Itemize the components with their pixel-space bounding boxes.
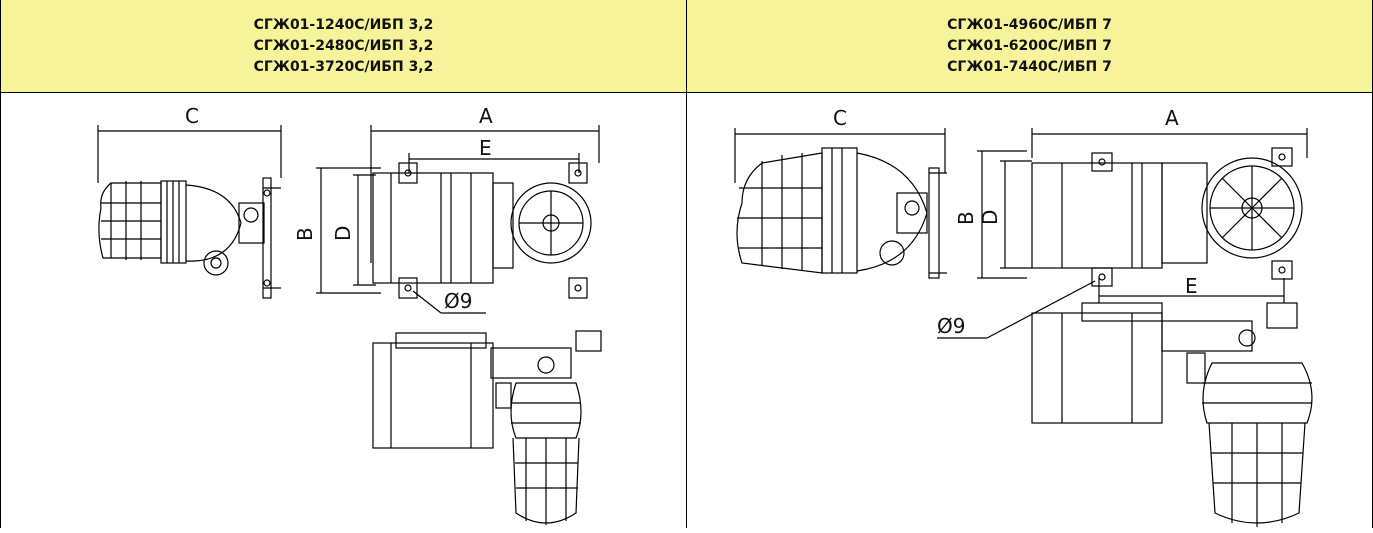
left-technical-drawing: C A E B D Ø9 — [97, 104, 602, 525]
left-panel: СГЖ01-1240С/ИБП 3,2 СГЖ01-2480С/ИБП 3,2 … — [0, 0, 687, 528]
hole-diameter-label: Ø9 — [937, 314, 965, 338]
dim-a-label: A — [1165, 106, 1179, 130]
model-name: СГЖ01-7440С/ИБП 7 — [947, 58, 1112, 75]
model-name: СГЖ01-2480С/ИБП 3,2 — [253, 37, 434, 54]
model-name: СГЖ01-3720С/ИБП 3,2 — [253, 58, 434, 75]
right-drawing: C A E B D Ø9 — [687, 93, 1372, 528]
right-header: СГЖ01-4960С/ИБП 7 СГЖ01-6200С/ИБП 7 СГЖ0… — [687, 0, 1372, 93]
dim-e-label: E — [1185, 274, 1198, 298]
dim-c-label: C — [185, 104, 199, 128]
dim-c-label: C — [833, 106, 847, 130]
dim-a-label: A — [479, 104, 493, 128]
hole-diameter-label: Ø9 — [444, 289, 472, 313]
right-panel: СГЖ01-4960С/ИБП 7 СГЖ01-6200С/ИБП 7 СГЖ0… — [686, 0, 1373, 528]
dim-b-label: B — [954, 211, 978, 225]
dim-d-label: D — [331, 226, 355, 241]
model-name: СГЖ01-1240С/ИБП 3,2 — [253, 16, 434, 33]
model-name: СГЖ01-6200С/ИБП 7 — [947, 37, 1112, 54]
dim-e-label: E — [479, 136, 492, 160]
right-technical-drawing: C A E B D Ø9 — [734, 106, 1313, 527]
left-drawing: C A E B D Ø9 — [1, 93, 686, 528]
left-header: СГЖ01-1240С/ИБП 3,2 СГЖ01-2480С/ИБП 3,2 … — [1, 0, 686, 93]
dim-d-label: D — [978, 210, 1002, 225]
model-name: СГЖ01-4960С/ИБП 7 — [947, 16, 1112, 33]
dim-b-label: B — [293, 227, 317, 241]
